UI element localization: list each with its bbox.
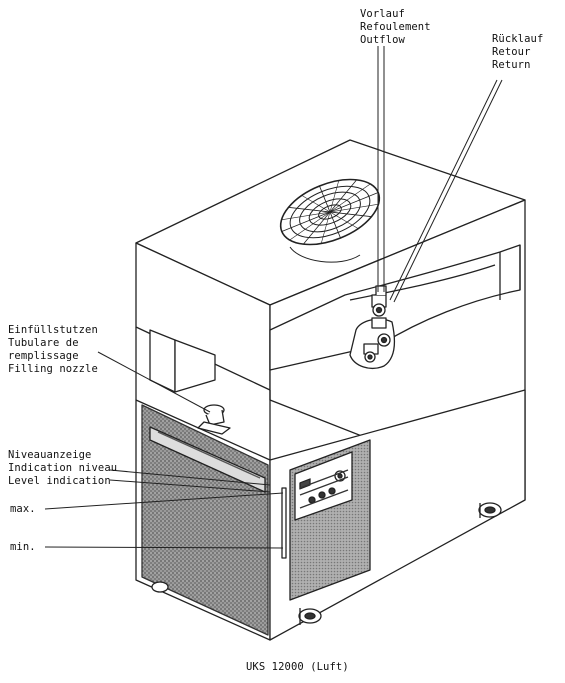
- leader-filling: [97, 351, 211, 413]
- filling-label-fr2: remplissage: [8, 350, 79, 362]
- leader-return: [389, 79, 498, 301]
- return-label-en: Return: [492, 59, 531, 71]
- filling-label-fr: Tubulare de: [8, 337, 79, 349]
- return-label-fr: Retour: [492, 46, 531, 58]
- outflow-label-en: Outflow: [360, 34, 405, 46]
- level-label-de: Niveauanzeige: [8, 449, 92, 461]
- return-label-de: Rücklauf: [492, 33, 544, 45]
- leader-max: [44, 492, 284, 510]
- filling-label-de: Einfüllstutzen: [8, 324, 98, 336]
- max-label: max.: [10, 503, 36, 515]
- caster-wheels: [151, 502, 502, 625]
- outflow-label-de: Vorlauf: [360, 8, 405, 20]
- leader-min: [44, 546, 284, 549]
- filling-label-en: Filling nozzle: [8, 363, 98, 375]
- fan-grille: [279, 178, 381, 246]
- figure-caption: UKS 12000 (Luft): [246, 661, 349, 673]
- outflow-label: Vorlauf Refoulement Outflow: [360, 8, 431, 47]
- filling-nozzle-label: Einfüllstutzen Tubulare de remplissage F…: [8, 324, 98, 376]
- level-label-en: Level indication: [8, 475, 111, 487]
- filling-nozzle: [197, 404, 231, 435]
- level-sight-tube: [281, 487, 287, 559]
- return-label: Rücklauf Retour Return: [492, 33, 543, 72]
- pipe-connections: [349, 285, 396, 370]
- front-stippled-panel: [141, 404, 269, 636]
- level-label-fr: Indication niveau: [8, 462, 118, 474]
- min-label: min.: [10, 541, 36, 553]
- level-indication-label: Niveauanzeige Indication niveau Level in…: [8, 449, 117, 488]
- outflow-label-fr: Refoulement: [360, 21, 431, 33]
- leader-level: [109, 469, 271, 486]
